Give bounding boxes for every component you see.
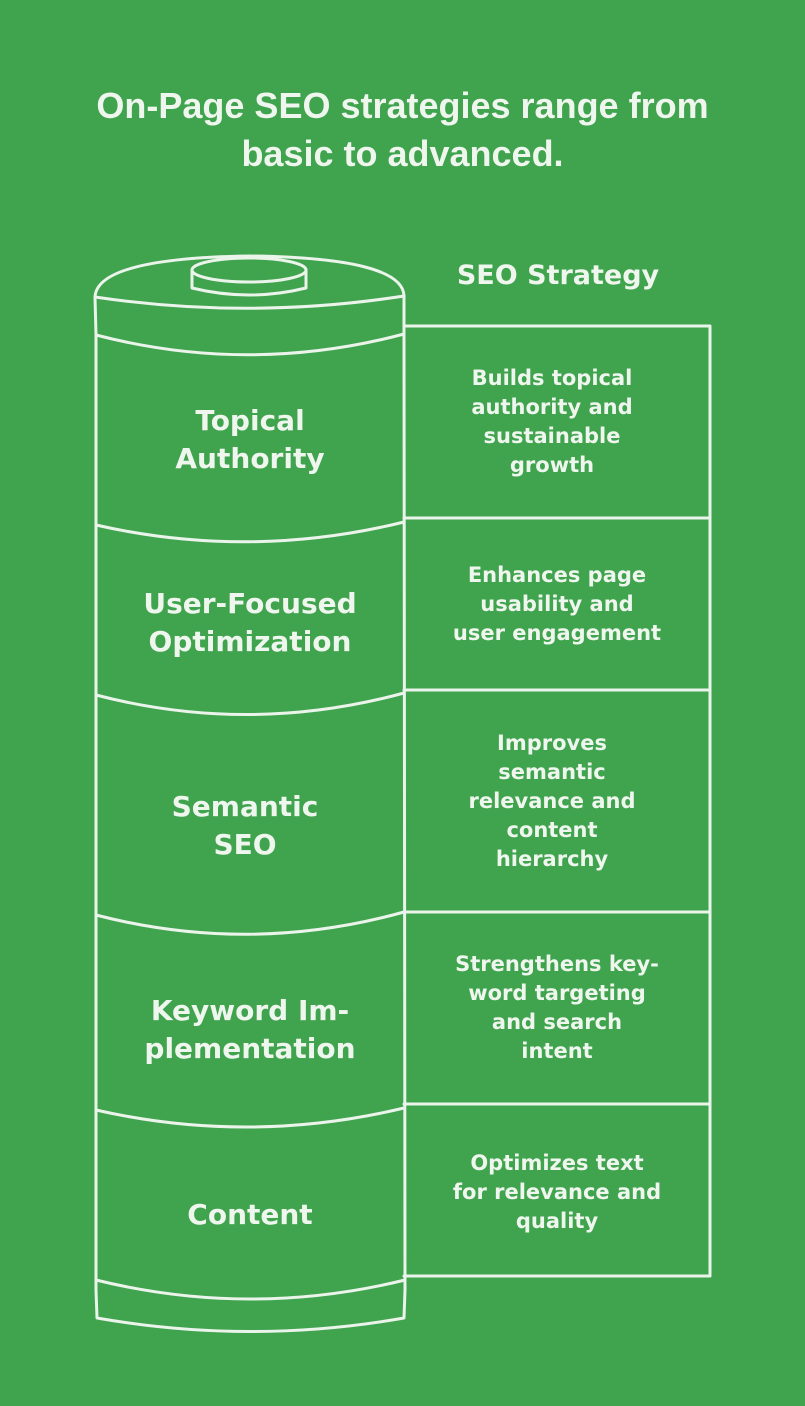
level-name-line: Keyword Im- <box>150 994 350 1027</box>
description-line: for relevance and <box>452 1180 662 1204</box>
battery-top <box>93 254 406 337</box>
level-name-line: User-Focused <box>143 586 357 620</box>
battery-terminal <box>190 256 308 297</box>
description-line: usability and <box>480 591 634 616</box>
level-name-topical-authority: Topical Authority <box>100 360 400 520</box>
description-line: relevance and <box>468 788 636 813</box>
battery-right-side <box>402 332 407 1292</box>
segment-divider-2 <box>94 520 406 544</box>
description-line: quality <box>515 1209 599 1233</box>
level-description-topical-authority: Builds topical authority and sustainable… <box>404 326 700 518</box>
description-line: Builds topical <box>471 366 633 390</box>
level-name-semantic-seo: Semantic SEO <box>95 728 395 923</box>
level-name-line: Semantic <box>171 789 319 823</box>
level-name-line: SEO <box>213 827 277 861</box>
level-name-line: Authority <box>175 442 325 475</box>
description-line: content <box>506 817 598 842</box>
segment-divider-5 <box>94 1106 406 1129</box>
level-name-user-focused-optimization: User-Focused Optimization <box>100 550 400 695</box>
level-name-keyword-implementation: Keyword Im- plementation <box>100 945 400 1115</box>
level-description-keyword-implementation: Strengthens key- word targeting and sear… <box>404 912 710 1104</box>
battery-bottom <box>94 1278 407 1333</box>
description-line: Enhances page <box>467 562 647 587</box>
description-line: intent <box>521 1039 593 1063</box>
description-line: Improves <box>497 730 607 755</box>
description-line: Strengthens key- <box>455 952 659 976</box>
description-line: hierarchy <box>495 846 609 871</box>
page-title: On-Page SEO strategies range from basic … <box>0 82 805 178</box>
segment-divider-1 <box>94 332 406 357</box>
level-name-line: plementation <box>144 1032 356 1065</box>
title-line-2: basic to advanced. <box>241 133 564 174</box>
column-header: SEO Strategy <box>420 256 696 296</box>
level-name-line: Topical <box>195 404 305 437</box>
level-name-content: Content <box>100 1140 400 1290</box>
level-name-line: Optimization <box>148 624 352 658</box>
description-line: user engagement <box>452 620 662 645</box>
level-name-line: Content <box>187 1198 313 1231</box>
segment-divider-4 <box>94 910 406 936</box>
description-line: sustainable <box>483 424 621 448</box>
description-table <box>402 324 712 1278</box>
title-line-1: On-Page SEO strategies range from <box>96 85 709 126</box>
description-line: and search <box>491 1010 623 1034</box>
description-line: semantic <box>498 759 606 784</box>
description-line: Optimizes text <box>470 1151 644 1175</box>
description-line: growth <box>509 453 595 477</box>
level-description-content: Optimizes text for relevance and quality <box>404 1104 710 1276</box>
description-line: word targeting <box>468 981 646 1005</box>
description-line: authority and <box>471 395 633 419</box>
level-description-semantic-seo: Improves semantic relevance and content … <box>404 690 700 912</box>
level-description-user-focused-optimization: Enhances page usability and user engagem… <box>404 518 710 690</box>
column-header-text: SEO Strategy <box>456 260 660 291</box>
segment-divider-3 <box>94 691 406 716</box>
